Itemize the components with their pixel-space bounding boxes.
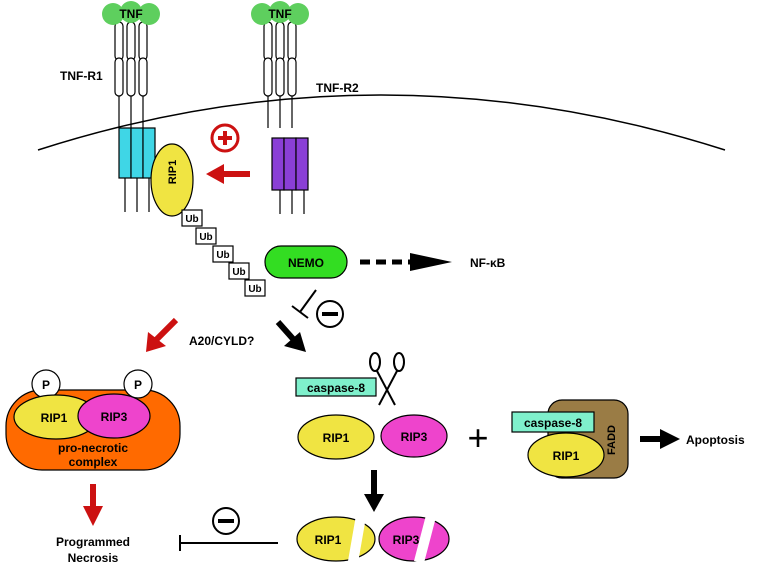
ub-label-4: Ub [232,267,245,278]
necrosis-inhibition [179,535,278,551]
phospho-left-label: P [42,378,50,392]
nemo-inhibition [291,289,317,319]
cell-membrane [37,94,726,151]
tnf-receptor-2 [263,21,309,214]
tnf-receptor-1 [114,21,156,212]
complex-label-1: pro-necrotic [58,441,128,455]
apoptosis-arrow [640,429,680,449]
necrosis-label-1: Programmed [56,535,130,549]
rip1-membrane: RIP1 [150,143,194,217]
scissors-icon [369,352,405,406]
tnf-label-right: TNF [268,7,291,21]
red-arrow-to-complex [146,317,179,352]
ub-label-1: Ub [185,214,198,225]
ub-label-5: Ub [248,284,261,295]
rip1-middle-label: RIP1 [323,431,350,445]
cleaved-rip1: RIP1 [296,515,376,563]
apoptosis-label: Apoptosis [686,433,745,447]
plus-sign: + [467,417,488,458]
rip3-middle [380,414,448,458]
red-arrow-to-necrosis [83,484,103,526]
rip3-middle-label: RIP3 [401,430,428,444]
rip1-fadd-label: RIP1 [553,449,580,463]
rip3-complex [77,393,151,439]
minus-circle-icon [212,507,240,535]
ub-label-3: Ub [216,250,229,261]
a20-cyld-label: A20/CYLD? [189,334,254,348]
plus-circle-icon [210,123,240,153]
nemo-label: NEMO [288,256,324,270]
caspase8-fadd-label: caspase-8 [524,416,582,430]
caspase8-box: caspase-8 [295,377,377,397]
rip1-membrane-label: RIP1 [167,160,179,184]
rip1-complex-label: RIP1 [41,411,68,425]
rip3-cleaved-label: RIP3 [393,533,420,547]
ub-label-2: Ub [199,232,212,243]
phospho-right [123,369,153,399]
nfkb-label: NF-κB [470,256,506,270]
pro-necrotic-complex: P P RIP1 RIP3 pro-necrotic complex [5,369,181,471]
minus-circle-icon [316,300,344,328]
caspase8-label: caspase-8 [307,381,365,395]
phospho-right-label: P [134,378,142,392]
complex-label-2: complex [69,455,118,469]
nemo-protein: NEMO [264,245,348,279]
necrosis-label-2: Necrosis [68,551,119,565]
black-arrow-to-caspase [275,320,306,352]
tnfr1-label: TNF-R1 [60,69,103,83]
rip3-complex-label: RIP3 [101,410,128,424]
tnfr2-label: TNF-R2 [316,81,359,95]
rip1-middle [297,414,375,460]
fadd-label: FADD [606,425,618,455]
tnf-label-left: TNF [119,7,142,21]
ubiquitin-chain: Ub Ub Ub Ub Ub [181,209,266,297]
black-arrow-to-cleavage [364,470,384,512]
nfkb-dashed-arrow [360,253,452,271]
cleaved-rip3: RIP3 [378,515,450,563]
tnf-ligand-right: TNF [251,1,309,25]
red-arrow-activation [206,164,250,184]
fadd-complex: FADD caspase-8 RIP1 [511,399,629,479]
rip1-fadd [527,432,605,478]
tnf-ligand-left: TNF [102,1,160,25]
caspase8-fadd-box [511,411,595,433]
rip1-cleaved-label: RIP1 [315,533,342,547]
